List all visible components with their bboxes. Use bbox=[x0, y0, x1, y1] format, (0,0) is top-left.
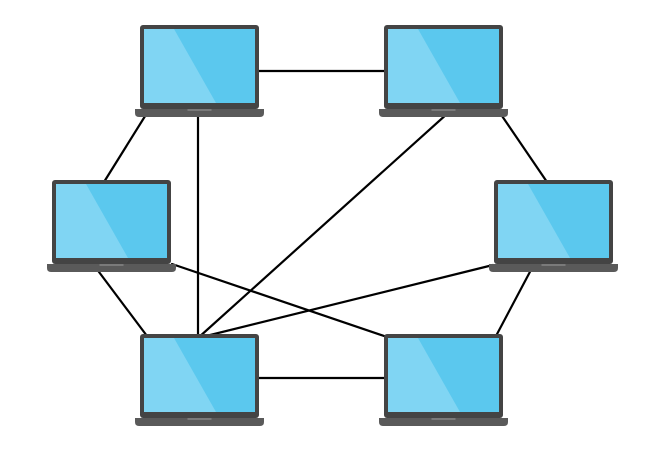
laptop-icon bbox=[489, 180, 618, 272]
links-layer bbox=[94, 69, 549, 380]
link-top-right-to-mid-right bbox=[498, 111, 549, 184]
laptop-icon bbox=[379, 334, 508, 426]
link-mid-left-to-bottom-right bbox=[170, 262, 392, 340]
link-top-right-to-bottom-left bbox=[196, 111, 450, 340]
nodes-layer bbox=[47, 25, 618, 426]
link-mid-right-to-bottom-left bbox=[196, 263, 495, 340]
laptop-top-right bbox=[379, 25, 508, 117]
laptop-icon bbox=[135, 25, 264, 117]
laptop-mid-right bbox=[489, 180, 618, 272]
laptop-bottom-left bbox=[135, 334, 264, 426]
link-mid-left-to-bottom-left bbox=[94, 266, 149, 338]
link-mid-right-to-bottom-right bbox=[494, 266, 534, 338]
laptop-icon bbox=[47, 180, 176, 272]
laptop-icon bbox=[379, 25, 508, 117]
laptop-icon bbox=[135, 334, 264, 426]
laptop-bottom-right bbox=[379, 334, 508, 426]
laptop-top-left bbox=[135, 25, 264, 117]
laptop-mid-left bbox=[47, 180, 176, 272]
link-top-left-to-mid-left bbox=[102, 111, 149, 184]
